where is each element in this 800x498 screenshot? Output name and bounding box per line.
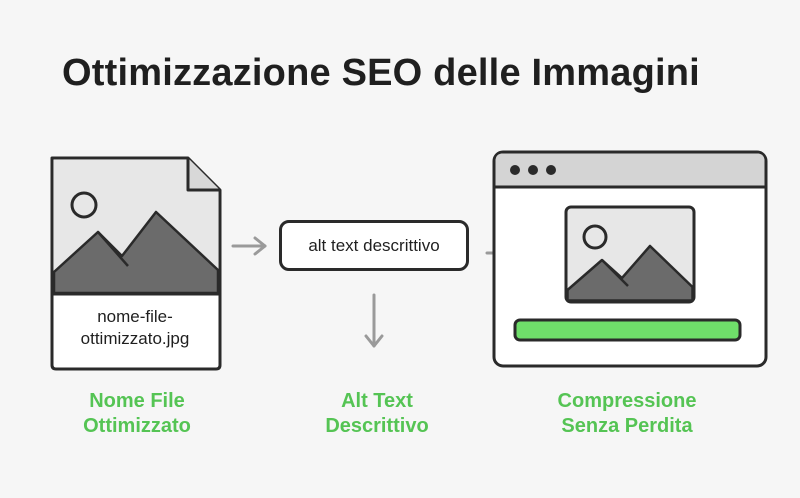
file-name-line-2: ottimizzato.jpg bbox=[80, 329, 190, 348]
compression-progress-bar bbox=[513, 318, 742, 342]
caption-line: Descrittivo bbox=[325, 415, 429, 437]
page-title: Ottimizzazione SEO delle Immagini bbox=[62, 52, 700, 94]
caption-line: Alt Text bbox=[341, 390, 413, 412]
alt-text-label: alt text descrittivo bbox=[308, 235, 440, 255]
window-dot-icon bbox=[546, 165, 556, 175]
arrow-right-icon bbox=[231, 236, 267, 256]
caption-line: Nome File bbox=[89, 390, 185, 412]
window-dot-icon bbox=[528, 165, 538, 175]
alt-text-box: alt text descrittivo bbox=[279, 220, 469, 271]
caption-line: Compressione bbox=[557, 390, 697, 412]
caption-compression: Compressione Senza Perdita bbox=[497, 389, 757, 439]
caption-line: Ottimizzato bbox=[83, 415, 191, 437]
browser-window-icon bbox=[492, 150, 768, 368]
image-file-icon bbox=[50, 156, 222, 371]
image-icon bbox=[564, 205, 696, 304]
caption-alt-text: Alt Text Descrittivo bbox=[282, 389, 472, 439]
arrow-down-icon bbox=[364, 293, 384, 348]
caption-file-name: Nome File Ottimizzato bbox=[52, 389, 222, 439]
file-name-line-1: nome-file- bbox=[97, 307, 173, 326]
caption-line: Senza Perdita bbox=[561, 415, 693, 437]
window-dot-icon bbox=[510, 165, 520, 175]
file-name-label: nome-file- ottimizzato.jpg bbox=[50, 306, 220, 350]
